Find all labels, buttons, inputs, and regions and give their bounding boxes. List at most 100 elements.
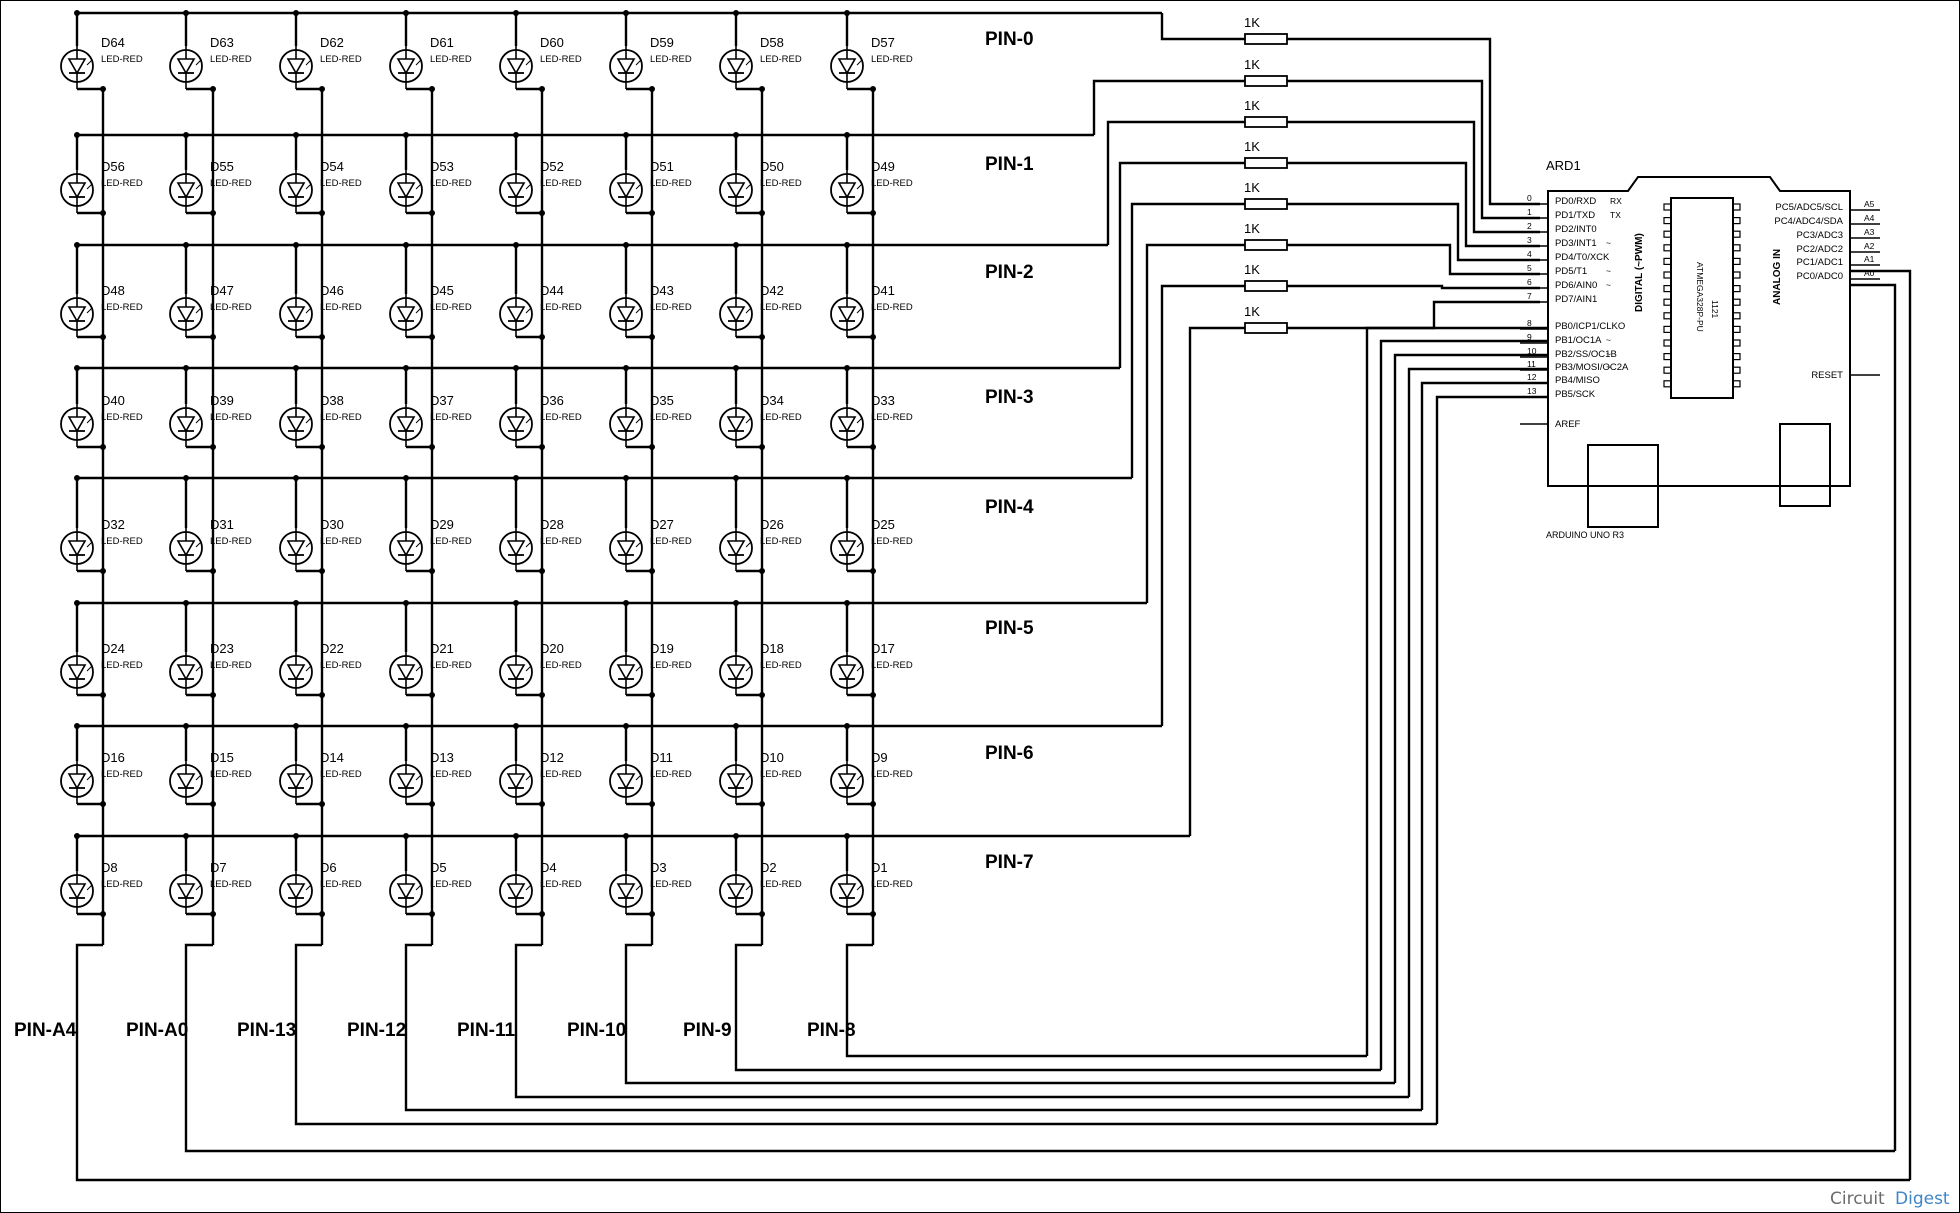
chip-pin	[1732, 203, 1741, 211]
emission-arrow	[415, 884, 422, 891]
junction-dot	[100, 801, 106, 807]
junction-dot	[403, 10, 409, 16]
column-pin-label: PIN-10	[567, 1020, 626, 1041]
led-type: LED-RED	[540, 660, 582, 671]
pin-number: 6	[1527, 277, 1532, 287]
rail-to-resistor	[1092, 79, 1245, 135]
led-type: LED-RED	[650, 536, 692, 547]
led-label: D16	[101, 750, 125, 765]
led-type: LED-RED	[430, 769, 472, 780]
emission-arrow	[86, 665, 93, 672]
emission-arrow	[305, 541, 312, 548]
junction-dot	[429, 444, 435, 450]
junction-dot	[649, 911, 655, 917]
arduino-ref: ARD1	[1546, 158, 1581, 173]
junction-dot	[429, 911, 435, 917]
chip-pin	[1663, 312, 1672, 320]
junction-dot	[429, 210, 435, 216]
led-label: D13	[430, 750, 454, 765]
junction-dot	[513, 600, 519, 606]
junction-dot	[623, 10, 629, 16]
junction-dot	[513, 365, 519, 371]
pin-number: 8	[1527, 318, 1532, 328]
junction-dot	[759, 801, 765, 807]
junction-dot	[513, 723, 519, 729]
pin-number: 4	[1527, 249, 1532, 259]
emission-arrow	[856, 665, 863, 672]
led-type: LED-RED	[101, 769, 143, 780]
chip-pin	[1663, 366, 1672, 374]
led-type: LED-RED	[650, 412, 692, 423]
led-type: LED-RED	[101, 412, 143, 423]
emission-arrow	[195, 884, 202, 891]
led-label: D38	[320, 393, 344, 408]
led-label: D50	[760, 159, 784, 174]
pin-number: 12	[1527, 372, 1537, 382]
column-pin-label: PIN-A0	[126, 1020, 188, 1041]
resistor-to-pin	[1287, 79, 1540, 220]
chip-pin	[1732, 312, 1741, 320]
junction-dot	[759, 86, 765, 92]
emission-arrow	[525, 541, 532, 548]
emission-arrow	[856, 774, 863, 781]
junction-dot	[210, 692, 216, 698]
led-type: LED-RED	[101, 879, 143, 890]
led-label: D1	[871, 860, 888, 875]
emission-arrow	[856, 183, 863, 190]
junction-dot	[183, 242, 189, 248]
junction-dot	[100, 911, 106, 917]
column-pin-label: PIN-A4	[14, 1020, 77, 1041]
junction-dot	[293, 365, 299, 371]
junction-dot	[844, 723, 850, 729]
led-label: D36	[540, 393, 564, 408]
digital-return	[1379, 339, 1548, 1070]
pin-name: PB2/SS/OC1B	[1555, 349, 1617, 360]
rail-to-resistor	[1160, 284, 1245, 726]
resistor-to-pin	[1287, 284, 1540, 290]
led-type: LED-RED	[871, 54, 913, 65]
junction-dot	[844, 833, 850, 839]
junction-dot	[513, 475, 519, 481]
pin-number: 11	[1527, 359, 1536, 369]
resistor	[1244, 75, 1288, 87]
led-label: D14	[320, 750, 344, 765]
junction-dot	[429, 334, 435, 340]
led-label: D22	[320, 641, 344, 656]
junction-dot	[293, 132, 299, 138]
chip-pin	[1732, 217, 1741, 225]
junction-dot	[759, 692, 765, 698]
led-label: D52	[540, 159, 564, 174]
resistor-label: 1K	[1244, 304, 1260, 319]
led-label: D27	[650, 517, 674, 532]
junction-dot	[733, 833, 739, 839]
junction-dot	[100, 692, 106, 698]
emission-arrow	[195, 774, 202, 781]
junction-dot	[183, 833, 189, 839]
emission-arrow	[856, 884, 863, 891]
led-label: D12	[540, 750, 564, 765]
chip-pin	[1732, 366, 1741, 374]
led-label: D60	[540, 35, 564, 50]
junction-dot	[870, 334, 876, 340]
led-type: LED-RED	[320, 769, 362, 780]
mcu-date-code: 1121	[1710, 300, 1720, 319]
resistor	[1244, 116, 1288, 128]
junction-dot	[319, 568, 325, 574]
emission-arrow	[195, 59, 202, 66]
junction-dot	[183, 10, 189, 16]
resistor-label: 1K	[1244, 15, 1260, 30]
rail-to-resistor	[1106, 120, 1245, 245]
emission-arrow	[195, 417, 202, 424]
led-label: D59	[650, 35, 674, 50]
led-type: LED-RED	[101, 660, 143, 671]
